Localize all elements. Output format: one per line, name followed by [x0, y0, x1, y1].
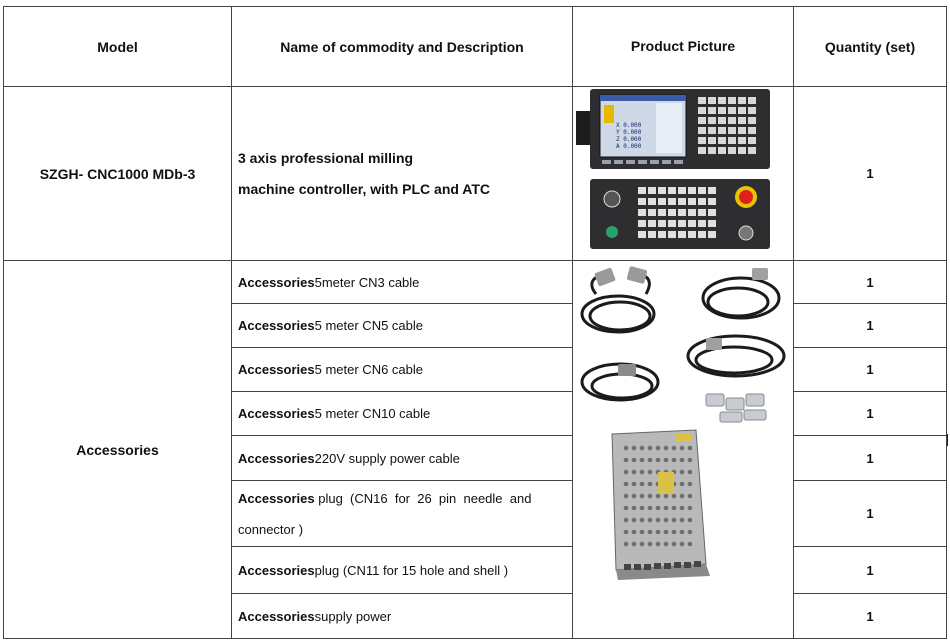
screen-z: Z 0.000	[616, 136, 642, 143]
accessory-text: 5 meter CN6 cable	[314, 362, 424, 377]
grid-line	[946, 6, 947, 639]
grid-line	[793, 6, 794, 639]
accessory-prefix: Accessories	[238, 274, 315, 290]
screen-a: A 0.000	[616, 143, 642, 150]
grid-line	[231, 303, 573, 304]
grid-line	[793, 435, 947, 436]
screen-y: Y 0.000	[616, 129, 642, 136]
accessories-model: Accessories	[76, 441, 159, 458]
accessory-prefix: Accessories	[238, 450, 315, 466]
grid-line	[3, 638, 947, 639]
accessory-prefix: Accessories	[238, 362, 315, 377]
accessory-prefix: Accessories	[238, 318, 315, 333]
header-picture: Product Picture	[630, 37, 736, 54]
accessory-text: supply power	[314, 608, 392, 624]
accessory-quantity: 1	[866, 406, 874, 421]
accessory-text: plug (CN11 for 15 hole and shell )	[314, 562, 509, 578]
main-product-model: SZGH- CNC1000 MDb-3	[39, 165, 196, 182]
accessory-quantity: 1	[866, 506, 874, 521]
accessory-description: Accessories 5 meter CN5 cable	[232, 304, 572, 347]
grid-line	[793, 391, 947, 392]
grid-line	[793, 303, 947, 304]
accessory-text-continued: connector )	[238, 521, 304, 537]
accessory-description: Accessories 220V supply power cable	[232, 436, 572, 480]
accessory-quantity: 1	[866, 318, 874, 333]
grid-line	[231, 435, 573, 436]
grid-line	[3, 6, 4, 639]
accessory-prefix: Accessories	[238, 406, 315, 421]
grid-line	[793, 593, 947, 594]
accessory-quantity: 1	[866, 450, 874, 466]
main-product-quantity: 1	[866, 166, 874, 181]
grid-line	[231, 593, 573, 594]
grid-line	[572, 6, 573, 639]
accessory-text: 5meter CN3 cable	[314, 274, 420, 290]
grid-line	[231, 546, 573, 547]
accessory-description: Accessories plug (CN11 for 15 hole and s…	[232, 547, 572, 593]
grid-line	[793, 347, 947, 348]
accessory-description: Accessories 5 meter CN6 cable	[232, 348, 572, 391]
accessory-text: 5 meter CN10 cable	[314, 406, 431, 421]
header-description: Name of commodity and Description	[280, 38, 524, 55]
accessory-description: Accessories supply power	[232, 594, 572, 638]
accessory-text: 220V supply power cable	[314, 450, 460, 466]
header-model: Model	[97, 38, 138, 55]
grid-line	[3, 260, 947, 261]
accessories-svg	[580, 266, 786, 580]
accessory-text: 5 meter CN5 cable	[314, 318, 424, 333]
grid-line	[231, 6, 232, 639]
accessories-image	[576, 264, 790, 582]
grid-line	[3, 6, 947, 7]
edge-mark	[947, 434, 948, 446]
accessory-prefix: Accessories	[238, 562, 315, 578]
grid-line	[793, 480, 947, 481]
accessory-quantity: 1	[866, 608, 874, 624]
cnc-controller-image: X 0.000 Y 0.000 Z 0.000 A 0.000	[576, 87, 791, 252]
accessory-description: Accessories plug (CN16 for 26 pin needle…	[232, 481, 572, 546]
accessory-quantity: 1	[866, 274, 874, 290]
accessory-description: Accessories 5 meter CN10 cable	[232, 392, 572, 435]
description-line-2: machine controller, with PLC and ATC	[238, 180, 491, 197]
main-product-description: 3 axis professional milling machine cont…	[232, 87, 572, 260]
grid-line	[231, 391, 573, 392]
accessory-quantity: 1	[866, 362, 874, 377]
accessory-text: plug (CN16 for 26 pin needle and	[314, 490, 532, 506]
screen-x: X 0.000	[616, 122, 642, 129]
description-line-1: 3 axis professional milling	[238, 149, 414, 166]
accessory-quantity: 1	[866, 562, 874, 578]
accessory-line: Accessories plug (CN16 for 26 pin needle…	[238, 483, 531, 514]
grid-line	[231, 480, 573, 481]
grid-line	[793, 546, 947, 547]
grid-line	[231, 347, 573, 348]
grid-line	[3, 86, 947, 87]
cnc-controller-svg: X 0.000 Y 0.000 Z 0.000 A 0.000	[576, 89, 770, 249]
accessory-prefix: Accessories	[238, 490, 315, 506]
accessory-prefix: Accessories	[238, 608, 315, 624]
header-quantity: Quantity (set)	[824, 38, 916, 55]
accessory-description: Accessories 5meter CN3 cable	[232, 261, 572, 303]
